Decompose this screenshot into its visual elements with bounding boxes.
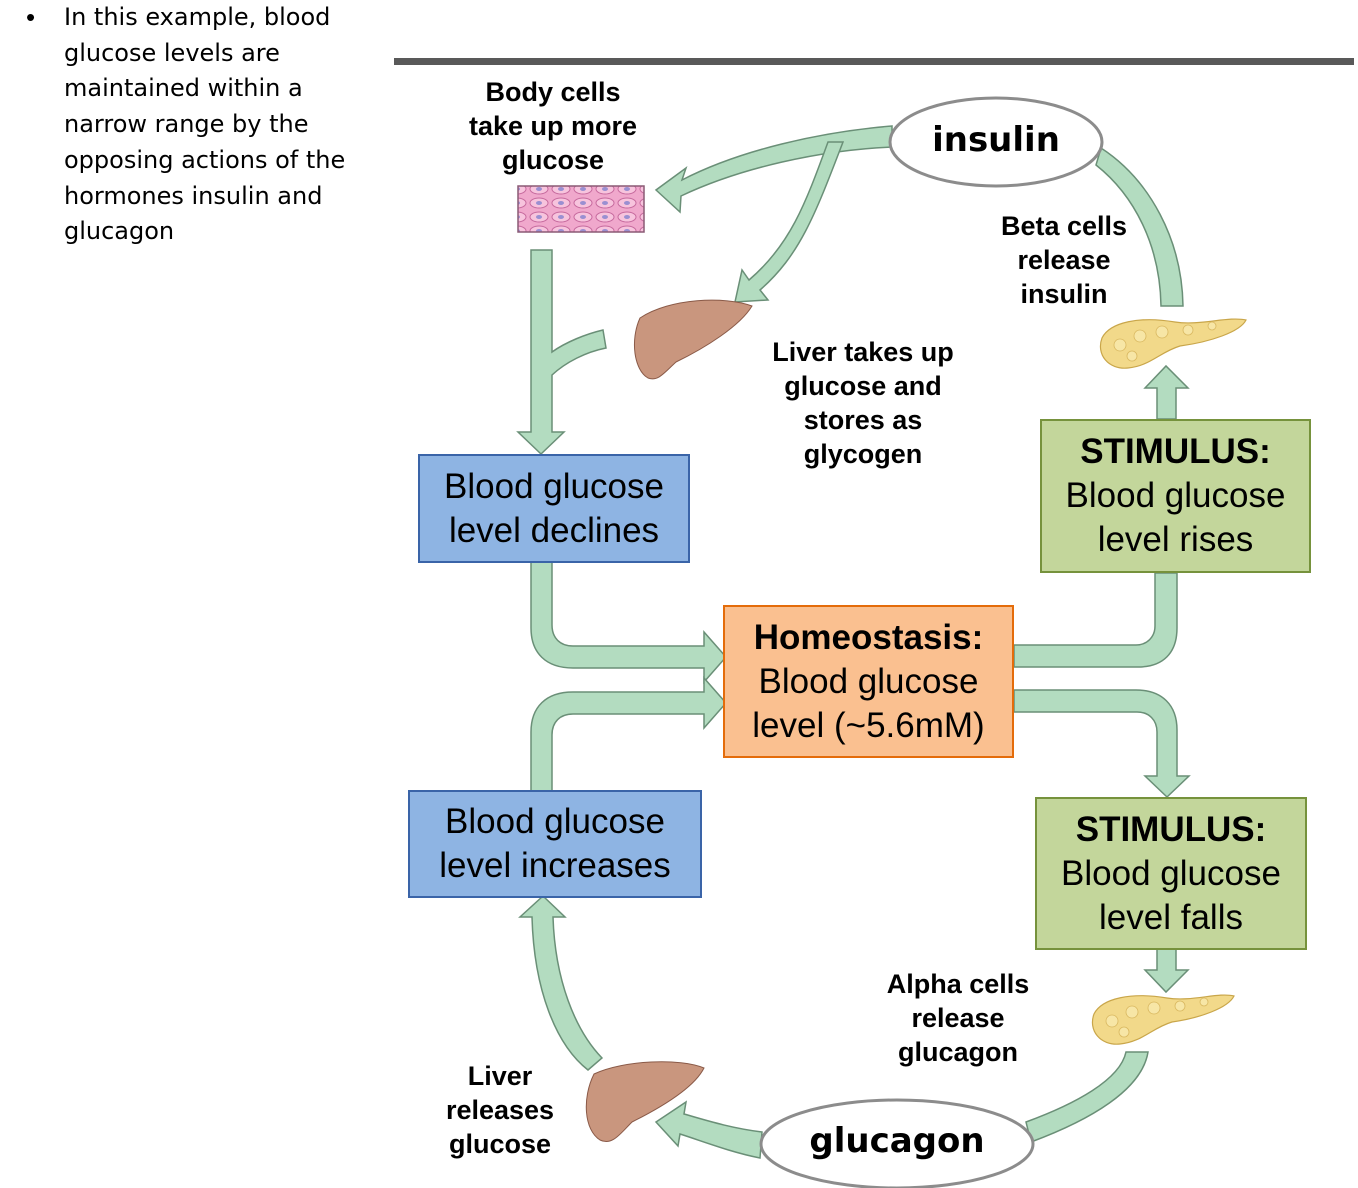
- bullet-line: glucagon: [64, 217, 175, 246]
- arrow-rises-to-pancreas: [1143, 364, 1190, 420]
- beta-cells-label: Beta cells release insulin: [974, 209, 1154, 311]
- box-line: level rises: [1097, 520, 1254, 559]
- box-stimulus-rises: STIMULUS: Blood glucose level rises: [1040, 419, 1311, 573]
- arrow-glucagon-to-liver: [654, 1100, 763, 1159]
- box-homeostasis: Homeostasis: Blood glucose level (~5.6mM…: [723, 605, 1014, 758]
- bullet-line: glucose levels are: [64, 38, 280, 67]
- liver-takes-up-label-line: glucose and: [784, 371, 942, 401]
- bullet-line: narrow range by the: [64, 110, 309, 139]
- liver-takes-up-label-line: glycogen: [803, 439, 923, 469]
- liver-takes-up-label-line: stores as: [803, 405, 923, 435]
- top-divider: [394, 58, 1354, 65]
- box-glucose-increases: Blood glucose level increases: [408, 790, 702, 898]
- liver-releases-label: Liver releases glucose: [420, 1059, 580, 1161]
- insulin-label: insulin: [932, 120, 1060, 160]
- liver-releases-label-line: releases: [445, 1095, 555, 1125]
- body-cells-label-line: take up more: [468, 111, 638, 141]
- alpha-cells-label-line: Alpha cells: [886, 969, 1030, 999]
- box-heading: STIMULUS:: [1080, 432, 1271, 471]
- bullet-symbol: •: [26, 2, 36, 32]
- glucagon-label: glucagon: [809, 1121, 985, 1161]
- box-line: level (~5.6mM): [752, 705, 985, 745]
- body-cells-label-line: Body cells: [485, 77, 621, 107]
- box-line: Blood glucose: [445, 802, 665, 841]
- liver-bottom-icon: [585, 1061, 705, 1142]
- body-cells-label: Body cells take up more glucose: [433, 75, 673, 177]
- arrow-insulin-to-liver: [734, 141, 845, 303]
- body-cells-label-line: glucose: [501, 145, 605, 175]
- insulin-oval: [888, 96, 1104, 188]
- liver-takes-up-label-line: Liver takes up: [772, 337, 954, 367]
- box-line: Blood glucose: [1061, 853, 1281, 893]
- alpha-cells-label-line: glucagon: [898, 1037, 1018, 1067]
- box-heading: STIMULUS:: [1075, 809, 1267, 849]
- box-line: Blood glucose: [1065, 476, 1286, 515]
- arrow-homeostasis-to-falls: [1013, 689, 1191, 799]
- liver-releases-label-line: glucose: [448, 1129, 552, 1159]
- beta-cells-label-line: insulin: [1020, 279, 1108, 309]
- arrow-liver-to-increases: [518, 894, 604, 1071]
- beta-cells-label-line: Beta cells: [1000, 211, 1128, 241]
- body-cells-icon: [517, 185, 645, 233]
- liver-top-icon: [634, 299, 753, 380]
- arrow-homeostasis-to-rises: [1013, 572, 1178, 668]
- arrow-declines-to-homeostasis: [530, 561, 727, 684]
- box-heading: Homeostasis:: [753, 617, 984, 657]
- pancreas-bottom-icon: [1091, 994, 1235, 1045]
- box-stimulus-falls: STIMULUS: Blood glucose level falls: [1035, 797, 1307, 950]
- arrow-body-cells-to-declines: [516, 249, 607, 456]
- bullet-line: hormones insulin and: [64, 181, 323, 210]
- box-line: level increases: [439, 846, 671, 885]
- box-glucose-declines: Blood glucose level declines: [418, 454, 690, 563]
- bullet-paragraph: In this example, blood glucose levels ar…: [64, 0, 364, 250]
- box-line: level declines: [448, 510, 660, 550]
- liver-releases-label-line: Liver: [467, 1061, 533, 1091]
- pancreas-top-icon: [1099, 318, 1247, 369]
- arrow-increases-to-homeostasis: [530, 676, 727, 792]
- arrow-pancreas-to-insulin: [1095, 146, 1184, 307]
- liver-takes-up-label: Liver takes up glucose and stores as gly…: [743, 335, 983, 471]
- box-line: Blood glucose: [758, 661, 979, 701]
- bullet-line: maintained within a: [64, 74, 303, 103]
- bullet-line: In this example, blood: [64, 3, 331, 31]
- alpha-cells-label: Alpha cells release glucagon: [858, 967, 1058, 1069]
- glucagon-oval: [759, 1098, 1035, 1188]
- beta-cells-label-line: release: [1017, 245, 1111, 275]
- box-line: level falls: [1099, 897, 1243, 937]
- alpha-cells-label-line: release: [911, 1003, 1005, 1033]
- box-line: Blood glucose: [444, 466, 664, 506]
- arrow-insulin-to-body-cells: [654, 125, 893, 214]
- arrow-falls-to-pancreas: [1143, 948, 1190, 994]
- bullet-line: opposing actions of the: [64, 145, 346, 174]
